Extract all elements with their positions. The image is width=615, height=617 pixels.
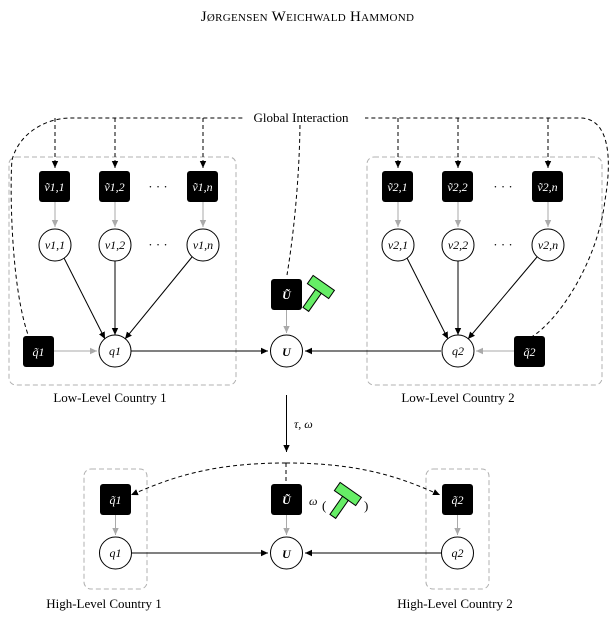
- node-u-low: [270, 334, 303, 368]
- running-header: Jørgensen Weichwald Hammond: [200, 9, 415, 25]
- node-v-2-1-label: v2,1: [388, 238, 408, 252]
- node-v-1-1-label: v1,1: [45, 238, 65, 252]
- node-q2-high: [441, 536, 474, 570]
- global-interaction-label: Global Interaction: [254, 110, 349, 125]
- high-country-2-label: High-Level Country 2: [397, 596, 513, 611]
- node-v-1-2-label: v1,2: [105, 238, 125, 252]
- low-c1-tilde-v-nodes: ṽ1,1 ṽ1,2 · · · ṽ1,n: [39, 171, 218, 202]
- low-country-1-box: [8, 156, 237, 386]
- node-tilde-u-high-label: Ũ: [282, 493, 292, 507]
- omega-paren-left: (: [322, 498, 326, 513]
- node-tilde-q1-high-label: q̃1: [110, 493, 122, 507]
- node-tilde-q1-low: [23, 336, 54, 367]
- low-c2-tilde-v-nodes: ṽ2,1 ṽ2,2 · · · ṽ2,n: [382, 171, 563, 202]
- node-tilde-q1-low-label: q̃1: [33, 345, 45, 359]
- edge-high-global-interaction: [130, 462, 287, 496]
- node-tilde-u-low-label: Ũ: [282, 288, 292, 302]
- hammer-icon: [302, 274, 336, 313]
- node-tilde-v-1-2: [99, 171, 130, 202]
- low-c2-v-nodes: v2,1 v2,2 · · · v2,n: [381, 228, 565, 262]
- node-tilde-u-low: [271, 279, 302, 310]
- node-q1-high-label: q1: [110, 546, 122, 560]
- node-v-1-1: [38, 228, 72, 262]
- node-tilde-v-1-1: [39, 171, 70, 202]
- node-u-low-label: U: [282, 345, 292, 359]
- low-country-1-label: Low-Level Country 1: [53, 390, 166, 405]
- dots: · · ·: [148, 237, 168, 252]
- node-v-2-n: [531, 228, 565, 262]
- node-v-1-n-label: v1,n: [193, 238, 213, 252]
- node-tilde-q2-high-label: q̃2: [452, 493, 464, 507]
- low-country-2-box: [366, 156, 603, 386]
- node-tilde-u-high: [271, 484, 302, 515]
- low-c1-gray-edges: [51, 202, 207, 227]
- node-q2-low: [441, 334, 475, 368]
- node-tilde-v-2-n-label: ṽ2,n: [537, 180, 557, 194]
- node-q1-high: [99, 536, 132, 570]
- omega-label: ω: [309, 494, 317, 508]
- node-tilde-v-1-n-label: ṽ1,n: [192, 180, 212, 194]
- node-tilde-v-2-2: [442, 171, 473, 202]
- hammer-icon: [329, 481, 363, 520]
- node-v-1-n: [186, 228, 220, 262]
- node-tilde-v-2-2-label: ṽ2,2: [447, 180, 467, 194]
- low-c2-black-edges: [406, 256, 538, 340]
- node-tilde-v-1-n: [187, 171, 218, 202]
- edge-high-global-interaction-2: [285, 462, 441, 496]
- node-tilde-q1-high: [100, 484, 131, 515]
- dots: · · ·: [148, 179, 168, 194]
- low-c1-black-edges: [63, 256, 193, 340]
- low-c2-gray-edges: [394, 202, 552, 227]
- node-v-2-2-label: v2,2: [448, 238, 468, 252]
- low-c1-v-nodes: v1,1 v1,2 · · · v1,n: [38, 228, 220, 262]
- node-q2-high-label: q2: [452, 546, 464, 560]
- node-tilde-q2-low-label: q̃2: [524, 345, 536, 359]
- node-tilde-v-1-1-label: ṽ1,1: [44, 180, 64, 194]
- low-country-2-label: Low-Level Country 2: [401, 390, 514, 405]
- high-country-2-box: [425, 468, 490, 590]
- high-country-1-box: [83, 468, 148, 590]
- node-v-2-n-label: v2,n: [538, 238, 558, 252]
- dots: · · ·: [493, 179, 513, 194]
- node-tilde-v-2-n: [532, 171, 563, 202]
- node-q1-low-label: q1: [109, 344, 121, 358]
- node-v-2-1: [381, 228, 415, 262]
- map-label: τ, ω: [294, 417, 313, 431]
- node-tilde-q2-low: [514, 336, 545, 367]
- node-u-high: [270, 536, 303, 570]
- node-tilde-v-2-1-label: ṽ2,1: [387, 180, 407, 194]
- node-q2-low-label: q2: [452, 344, 464, 358]
- dots: · · ·: [493, 237, 513, 252]
- node-tilde-q2-high: [442, 484, 473, 515]
- node-tilde-v-2-1: [382, 171, 413, 202]
- high-country-1-label: High-Level Country 1: [46, 596, 162, 611]
- node-u-high-label: U: [282, 547, 292, 561]
- node-tilde-v-1-2-label: ṽ1,2: [104, 180, 124, 194]
- omega-paren-right: ): [364, 498, 368, 513]
